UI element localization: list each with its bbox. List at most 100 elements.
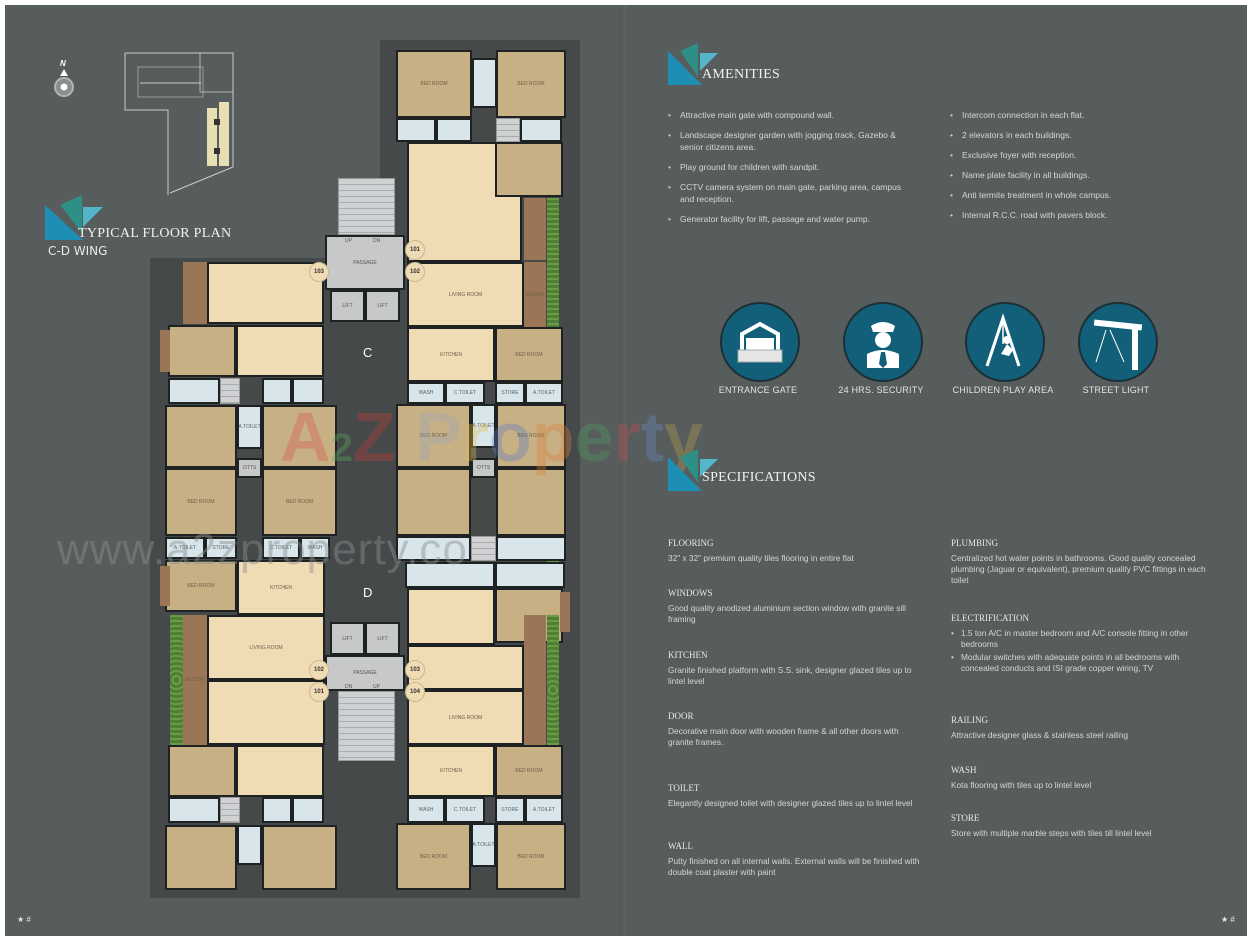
room-label: OTTS	[242, 465, 257, 471]
toilet	[496, 536, 566, 561]
amenity-icon-label: ENTRANCE GATE	[718, 385, 798, 395]
toilet	[262, 378, 292, 404]
lift: LIFT	[365, 290, 400, 322]
room-label: BALCONY	[183, 677, 207, 683]
floor-plan-title: TYPICAL FLOOR PLAN	[78, 226, 232, 241]
amenity-item: Landscape designer garden with jogging t…	[668, 129, 908, 153]
entrance-gate-icon	[720, 302, 800, 382]
room-label: A.TOILET	[173, 545, 197, 551]
room-label: STORE	[501, 807, 519, 813]
kitchen: KITCHEN	[407, 327, 495, 382]
room-label: PASSAGE	[353, 670, 377, 676]
room-label: A.TOILET	[532, 807, 556, 813]
a-toilet: A.TOILET	[471, 823, 496, 867]
garden	[170, 615, 183, 745]
toilet	[520, 118, 562, 142]
flat-number: 102	[309, 660, 329, 680]
amenities-list-right: Intercom connection in each flat.2 eleva…	[950, 109, 1190, 229]
bedroom	[165, 825, 237, 890]
balcony	[160, 566, 170, 606]
a-toilet: A.TOILET	[237, 405, 262, 449]
amenity-icon-label: STREET LIGHT	[1082, 385, 1150, 395]
room-label: A.TOILET	[238, 424, 261, 430]
amenity-item: Play ground for children with sandpit.	[668, 161, 908, 173]
store	[471, 536, 496, 561]
toilet	[472, 58, 497, 108]
toilet	[436, 118, 472, 142]
room-label: A.TOILET	[472, 423, 495, 429]
room-label: LIFT	[377, 303, 388, 309]
room-label: BALCONY	[524, 291, 546, 298]
bedroom	[495, 142, 563, 197]
amenities-title: AMENITIES	[702, 67, 781, 82]
spec-door: DOOR Decorative main door with wooden fra…	[668, 711, 923, 748]
lift: LIFT	[330, 290, 365, 322]
wing-label: C-D WING	[48, 244, 108, 258]
otts: OTTS	[237, 458, 262, 478]
toilet	[168, 378, 220, 404]
stair-direction-label: UP	[345, 238, 352, 244]
living-room	[407, 645, 524, 690]
bedroom: BED ROOM	[495, 745, 563, 797]
bedroom	[262, 405, 337, 468]
amenity-item: 2 elevators in each buildings.	[950, 129, 1190, 141]
balcony	[183, 262, 207, 324]
bedroom: BED ROOM	[262, 468, 337, 536]
toilet	[405, 562, 495, 588]
spec-text: Good quality anodized aluminium section …	[668, 603, 906, 624]
spec-text: Decorative main door with wooden frame &…	[668, 726, 899, 747]
wing-letter: C	[363, 345, 373, 360]
room-label: BED ROOM	[187, 583, 215, 589]
balcony	[524, 615, 546, 765]
living-room: LIVING ROOM	[407, 262, 524, 327]
room-label: STORE	[501, 390, 519, 396]
staircase	[338, 178, 395, 235]
room-label: WASH	[307, 545, 323, 551]
kitchen: KITCHEN	[407, 745, 495, 797]
compass-label: N	[60, 59, 66, 68]
living-room: LIVING ROOM	[407, 690, 524, 745]
amenity-item: Internal R.C.C. road with pavers block.	[950, 209, 1190, 221]
room-label: LIVING ROOM	[448, 714, 483, 721]
room-label: KITCHEN	[440, 768, 462, 774]
spec-title: TOILET	[668, 783, 700, 793]
swing-icon	[965, 302, 1045, 382]
spec-title: WALL	[668, 841, 693, 851]
bedroom: BED ROOM	[496, 50, 566, 118]
room-label: OTTS	[476, 465, 491, 471]
spec-title: DOOR	[668, 711, 694, 721]
bedroom	[496, 468, 566, 536]
page-spine	[620, 5, 630, 936]
footer-left-mark: ★ #	[17, 915, 31, 924]
room-label: LIFT	[342, 303, 353, 309]
street-light-icon	[1078, 302, 1158, 382]
room-label: BED ROOM	[517, 81, 545, 87]
flat-number: 102	[405, 262, 425, 282]
toilet	[237, 825, 262, 865]
flat-number: 101	[405, 240, 425, 260]
room-label: BED ROOM	[419, 433, 448, 439]
watermark-url: www.a2zproperty.co	[57, 525, 468, 574]
specifications-title: SPECIFICATIONS	[702, 470, 816, 485]
amenity-item: Exclusive foyer with reception.	[950, 149, 1190, 161]
garden	[547, 615, 559, 765]
otts: OTTS	[471, 458, 496, 478]
spec-text: Elegantly designed toilet with designer …	[668, 798, 913, 808]
kitchen: KITCHEN	[237, 560, 325, 615]
spec-title: WINDOWS	[668, 588, 713, 598]
room-label: LIFT	[377, 635, 388, 642]
spec-title: WASH	[951, 765, 977, 775]
watermark-logo: A2Z Property	[280, 398, 703, 476]
c-toilet: C.TOILET	[445, 797, 485, 823]
living-room: LIVING ROOM	[207, 615, 325, 680]
stair-direction-label: DN	[345, 684, 353, 690]
floor-plan: BED ROOM BED ROOM PASSAGE LIFT LIFT LIVING RO…	[0, 0, 620, 941]
spec-railing: RAILING Attractive designer glass & stai…	[951, 715, 1206, 741]
specifications-triangles-icon	[668, 449, 718, 491]
living-room	[207, 262, 324, 324]
bedroom: BED ROOM	[396, 823, 471, 890]
room-label: BED ROOM	[187, 499, 215, 505]
